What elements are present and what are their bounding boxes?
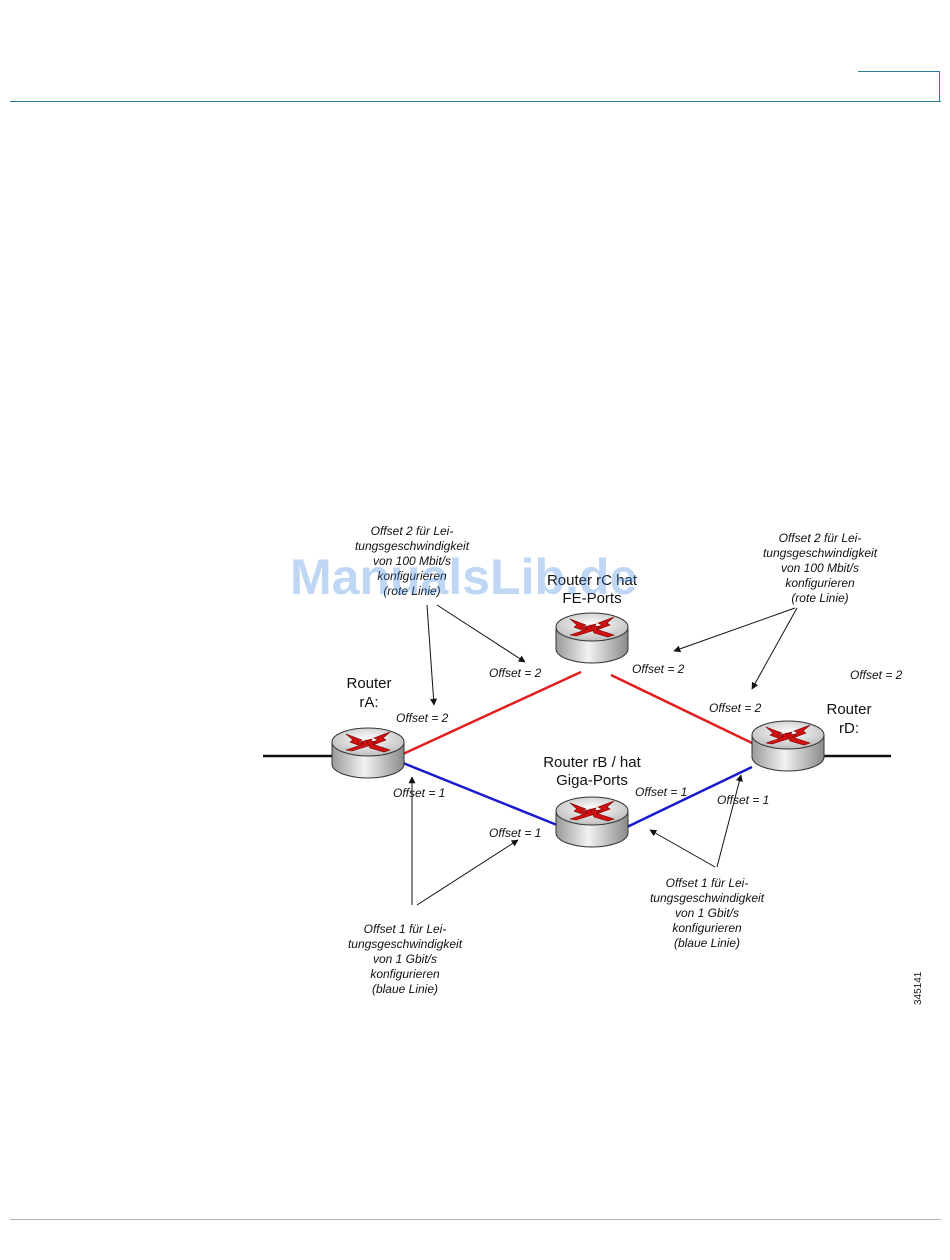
red-link-rc-rd [610,673,753,745]
note-top-right-line: tungsgeschwindigkeit [763,546,878,560]
header-rule [10,101,941,102]
offset-rd-blue: Offset = 1 [717,793,769,807]
note-bottom-left-line: (blaue Linie) [372,982,438,996]
note-bottom-left-line: konfigurieren [370,967,440,981]
note-top-left-line: Offset 2 für Lei- [371,524,454,538]
router-ra-icon [331,727,405,779]
note-top-left: Offset 2 für Lei- tungsgeschwindigkeit v… [355,524,470,598]
network-diagram: Router rA: Router rC hat FE-Ports Router… [237,505,927,1005]
footer-rule [10,1219,941,1220]
note-top-right-line: Offset 2 für Lei- [779,531,862,545]
note-top-left-line: (rote Linie) [383,584,440,598]
note-bottom-right-line: konfigurieren [672,921,742,935]
router-rd-label-1: Router [826,701,871,718]
note-bottom-right-line: Offset 1 für Lei- [666,876,749,890]
router-rc-icon [555,612,629,664]
router-rc-label-2: FE-Ports [562,590,621,607]
note-bottom-left-line: von 1 Gbit/s [373,952,437,966]
note-bottom-left-line: Offset 1 für Lei- [364,922,447,936]
offset-far-right: Offset = 2 [850,668,903,682]
router-rd-icon [751,720,825,772]
note-bottom-left: Offset 1 für Lei- tungsgeschwindigkeit v… [348,922,463,996]
note-bottom-right: Offset 1 für Lei- tungsgeschwindigkeit v… [650,876,765,950]
red-link-ra-rc [402,670,582,756]
router-rd-label-2: rD: [839,720,859,737]
note-top-right-line: (rote Linie) [791,591,848,605]
router-rc-label-1: Router rC hat [547,572,638,589]
note-bottom-right-line: von 1 Gbit/s [675,906,739,920]
router-rb-label-1: Router rB / hat [543,754,641,771]
router-rb-icon [555,796,629,848]
blue-link-ra-rb [402,761,558,827]
note-top-right: Offset 2 für Lei- tungsgeschwindigkeit v… [763,531,878,605]
offset-rb-left: Offset = 1 [489,826,541,840]
annotation-arrows [408,604,798,906]
router-ra-label-1: Router [346,675,391,692]
offset-rc-left: Offset = 2 [489,666,542,680]
figure-id: 345141 [913,971,924,1005]
router-rb-label-2: Giga-Ports [556,772,628,789]
note-top-left-line: konfigurieren [377,569,447,583]
note-top-left-line: tungsgeschwindigkeit [355,539,470,553]
offset-ra-red: Offset = 2 [396,711,449,725]
offset-rd-red: Offset = 2 [709,701,762,715]
router-ra-label-2: rA: [359,694,378,711]
note-bottom-left-line: tungsgeschwindigkeit [348,937,463,951]
note-bottom-right-line: tungsgeschwindigkeit [650,891,765,905]
header-box [858,71,940,101]
blue-link-rb-rd [626,765,753,829]
offset-ra-blue: Offset = 1 [393,786,445,800]
note-top-right-line: konfigurieren [785,576,855,590]
offset-rc-right: Offset = 2 [632,662,685,676]
offset-rb-right: Offset = 1 [635,785,687,799]
note-top-left-line: von 100 Mbit/s [373,554,451,568]
note-top-right-line: von 100 Mbit/s [781,561,859,575]
note-bottom-right-line: (blaue Linie) [674,936,740,950]
